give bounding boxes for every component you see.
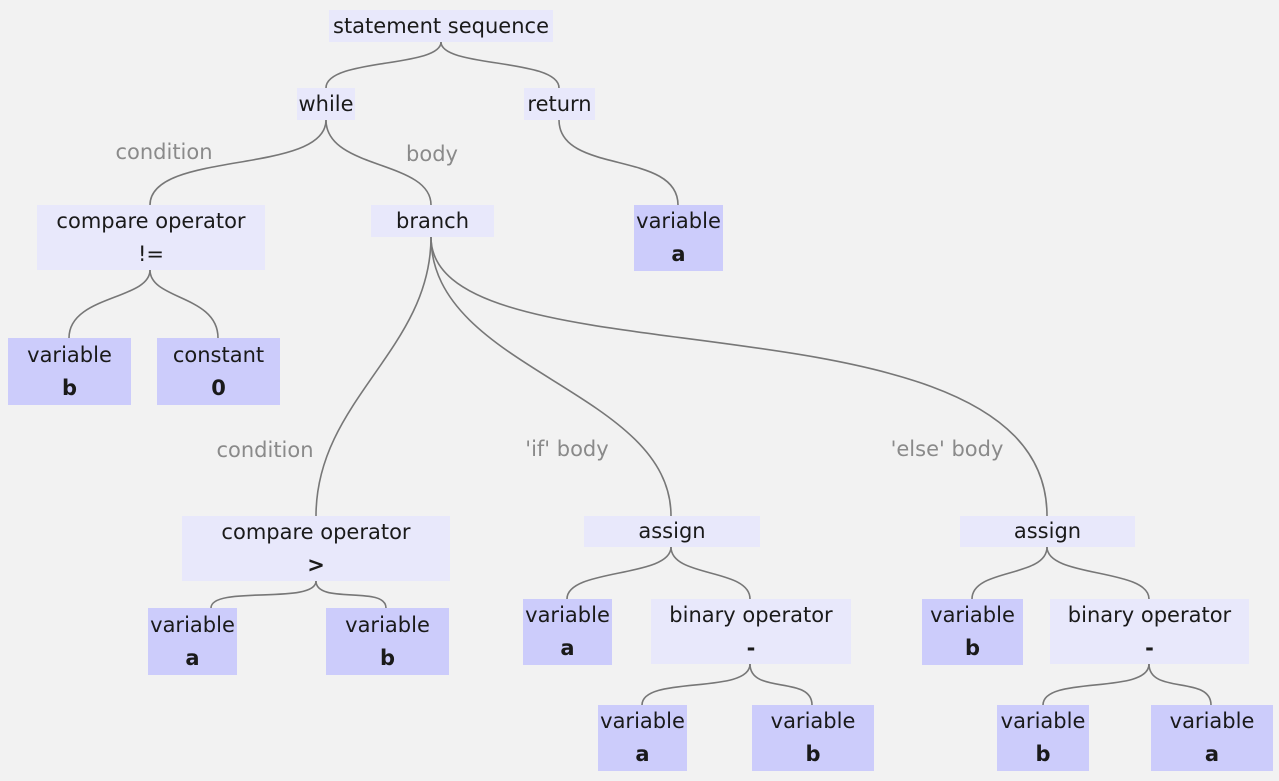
node-value: a [185, 645, 200, 670]
edge-seq-return [440, 41, 560, 89]
edge-cmp1-varb [68, 269, 151, 339]
edge-op2-b [1042, 663, 1150, 706]
node-label: variable [525, 603, 610, 627]
node-assign-if[interactable]: assign [584, 516, 760, 547]
edge-assign1-var [566, 546, 672, 600]
edge-op1-a [641, 663, 751, 706]
edge-cmp1-const [149, 269, 219, 339]
edge-label-while-body: body [406, 142, 458, 166]
node-label: while [298, 91, 354, 116]
node-label: variable [27, 342, 112, 367]
edge-seq-while [325, 41, 442, 89]
edge-while-cmp1 [149, 119, 327, 206]
node-variable-return-a[interactable]: variable a [634, 205, 723, 271]
node-label: assign [1013, 519, 1082, 543]
edge-branch-assign1 [430, 236, 672, 517]
node-compare-operator-neq[interactable]: compare operator != [37, 205, 265, 270]
node-assign-else[interactable]: assign [960, 516, 1135, 547]
node-variable-op2-b[interactable]: variable b [997, 705, 1089, 771]
node-while[interactable]: while [297, 88, 355, 120]
node-label: variable [600, 709, 685, 733]
node-value: b [61, 375, 78, 400]
node-label: compare operator [221, 519, 411, 544]
node-value: > [307, 552, 325, 577]
node-label: binary operator [669, 602, 833, 627]
node-value: - [1145, 635, 1154, 660]
node-binary-operator-else[interactable]: binary operator - [1050, 599, 1249, 664]
edge-cmp2-b [315, 580, 387, 609]
edge-assign1-op [670, 546, 751, 600]
node-label: variable [150, 612, 235, 637]
node-label: branch [396, 208, 469, 233]
node-label: variable [345, 612, 430, 637]
node-value: a [635, 742, 650, 766]
node-return[interactable]: return [524, 88, 595, 120]
edge-op2-a [1148, 663, 1212, 706]
node-value: != [137, 241, 164, 266]
node-value: 0 [211, 375, 226, 400]
edge-branch-assign2 [430, 236, 1048, 517]
node-label: variable [770, 709, 856, 733]
node-binary-operator-if[interactable]: binary operator - [651, 599, 851, 664]
edge-label-while-condition: condition [115, 140, 213, 164]
edge-while-branch [325, 119, 432, 206]
node-value: - [746, 635, 756, 660]
edge-label-branch-else: 'else' body [890, 437, 1004, 461]
node-label: variable [1000, 709, 1086, 733]
node-variable-cmp-b[interactable]: variable b [326, 608, 449, 675]
node-variable-op1-b[interactable]: variable b [752, 705, 874, 771]
node-value: b [379, 645, 396, 670]
node-variable-assign-b[interactable]: variable b [922, 599, 1023, 665]
edge-cmp2-a [210, 580, 317, 609]
edge-return-retvar [558, 119, 679, 206]
node-label: constant [172, 342, 265, 367]
edge-op1-b [749, 663, 813, 706]
node-label: assign [638, 519, 706, 543]
node-value: a [1204, 742, 1220, 766]
node-label: binary operator [1067, 602, 1232, 627]
node-label: return [527, 91, 592, 116]
edge-assign2-op [1046, 546, 1150, 600]
node-branch[interactable]: branch [371, 205, 494, 237]
node-compare-operator-gt[interactable]: compare operator > [182, 516, 450, 581]
node-constant-0[interactable]: constant 0 [157, 338, 280, 405]
node-variable-op2-a[interactable]: variable a [1151, 705, 1273, 771]
node-statement-sequence[interactable]: statement sequence [329, 10, 553, 42]
node-variable-op1-a[interactable]: variable a [598, 705, 687, 771]
node-label: variable [1169, 709, 1255, 733]
edge-label-branch-if: 'if' body [525, 437, 609, 461]
node-label: statement sequence [333, 13, 549, 38]
node-value: a [560, 636, 575, 660]
edge-assign2-var [971, 546, 1048, 600]
node-label: variable [930, 603, 1015, 627]
node-value: b [1035, 742, 1051, 766]
node-variable-cmp-a[interactable]: variable a [148, 608, 237, 675]
node-label: compare operator [56, 208, 246, 233]
edge-branch-cmp2 [315, 236, 432, 517]
node-value: a [671, 242, 686, 266]
node-value: b [805, 742, 821, 766]
node-variable-b-cond[interactable]: variable b [8, 338, 131, 405]
node-variable-assign-a[interactable]: variable a [523, 599, 612, 665]
node-value: b [964, 636, 981, 660]
edge-label-branch-condition: condition [216, 438, 314, 462]
node-label: variable [636, 209, 721, 233]
